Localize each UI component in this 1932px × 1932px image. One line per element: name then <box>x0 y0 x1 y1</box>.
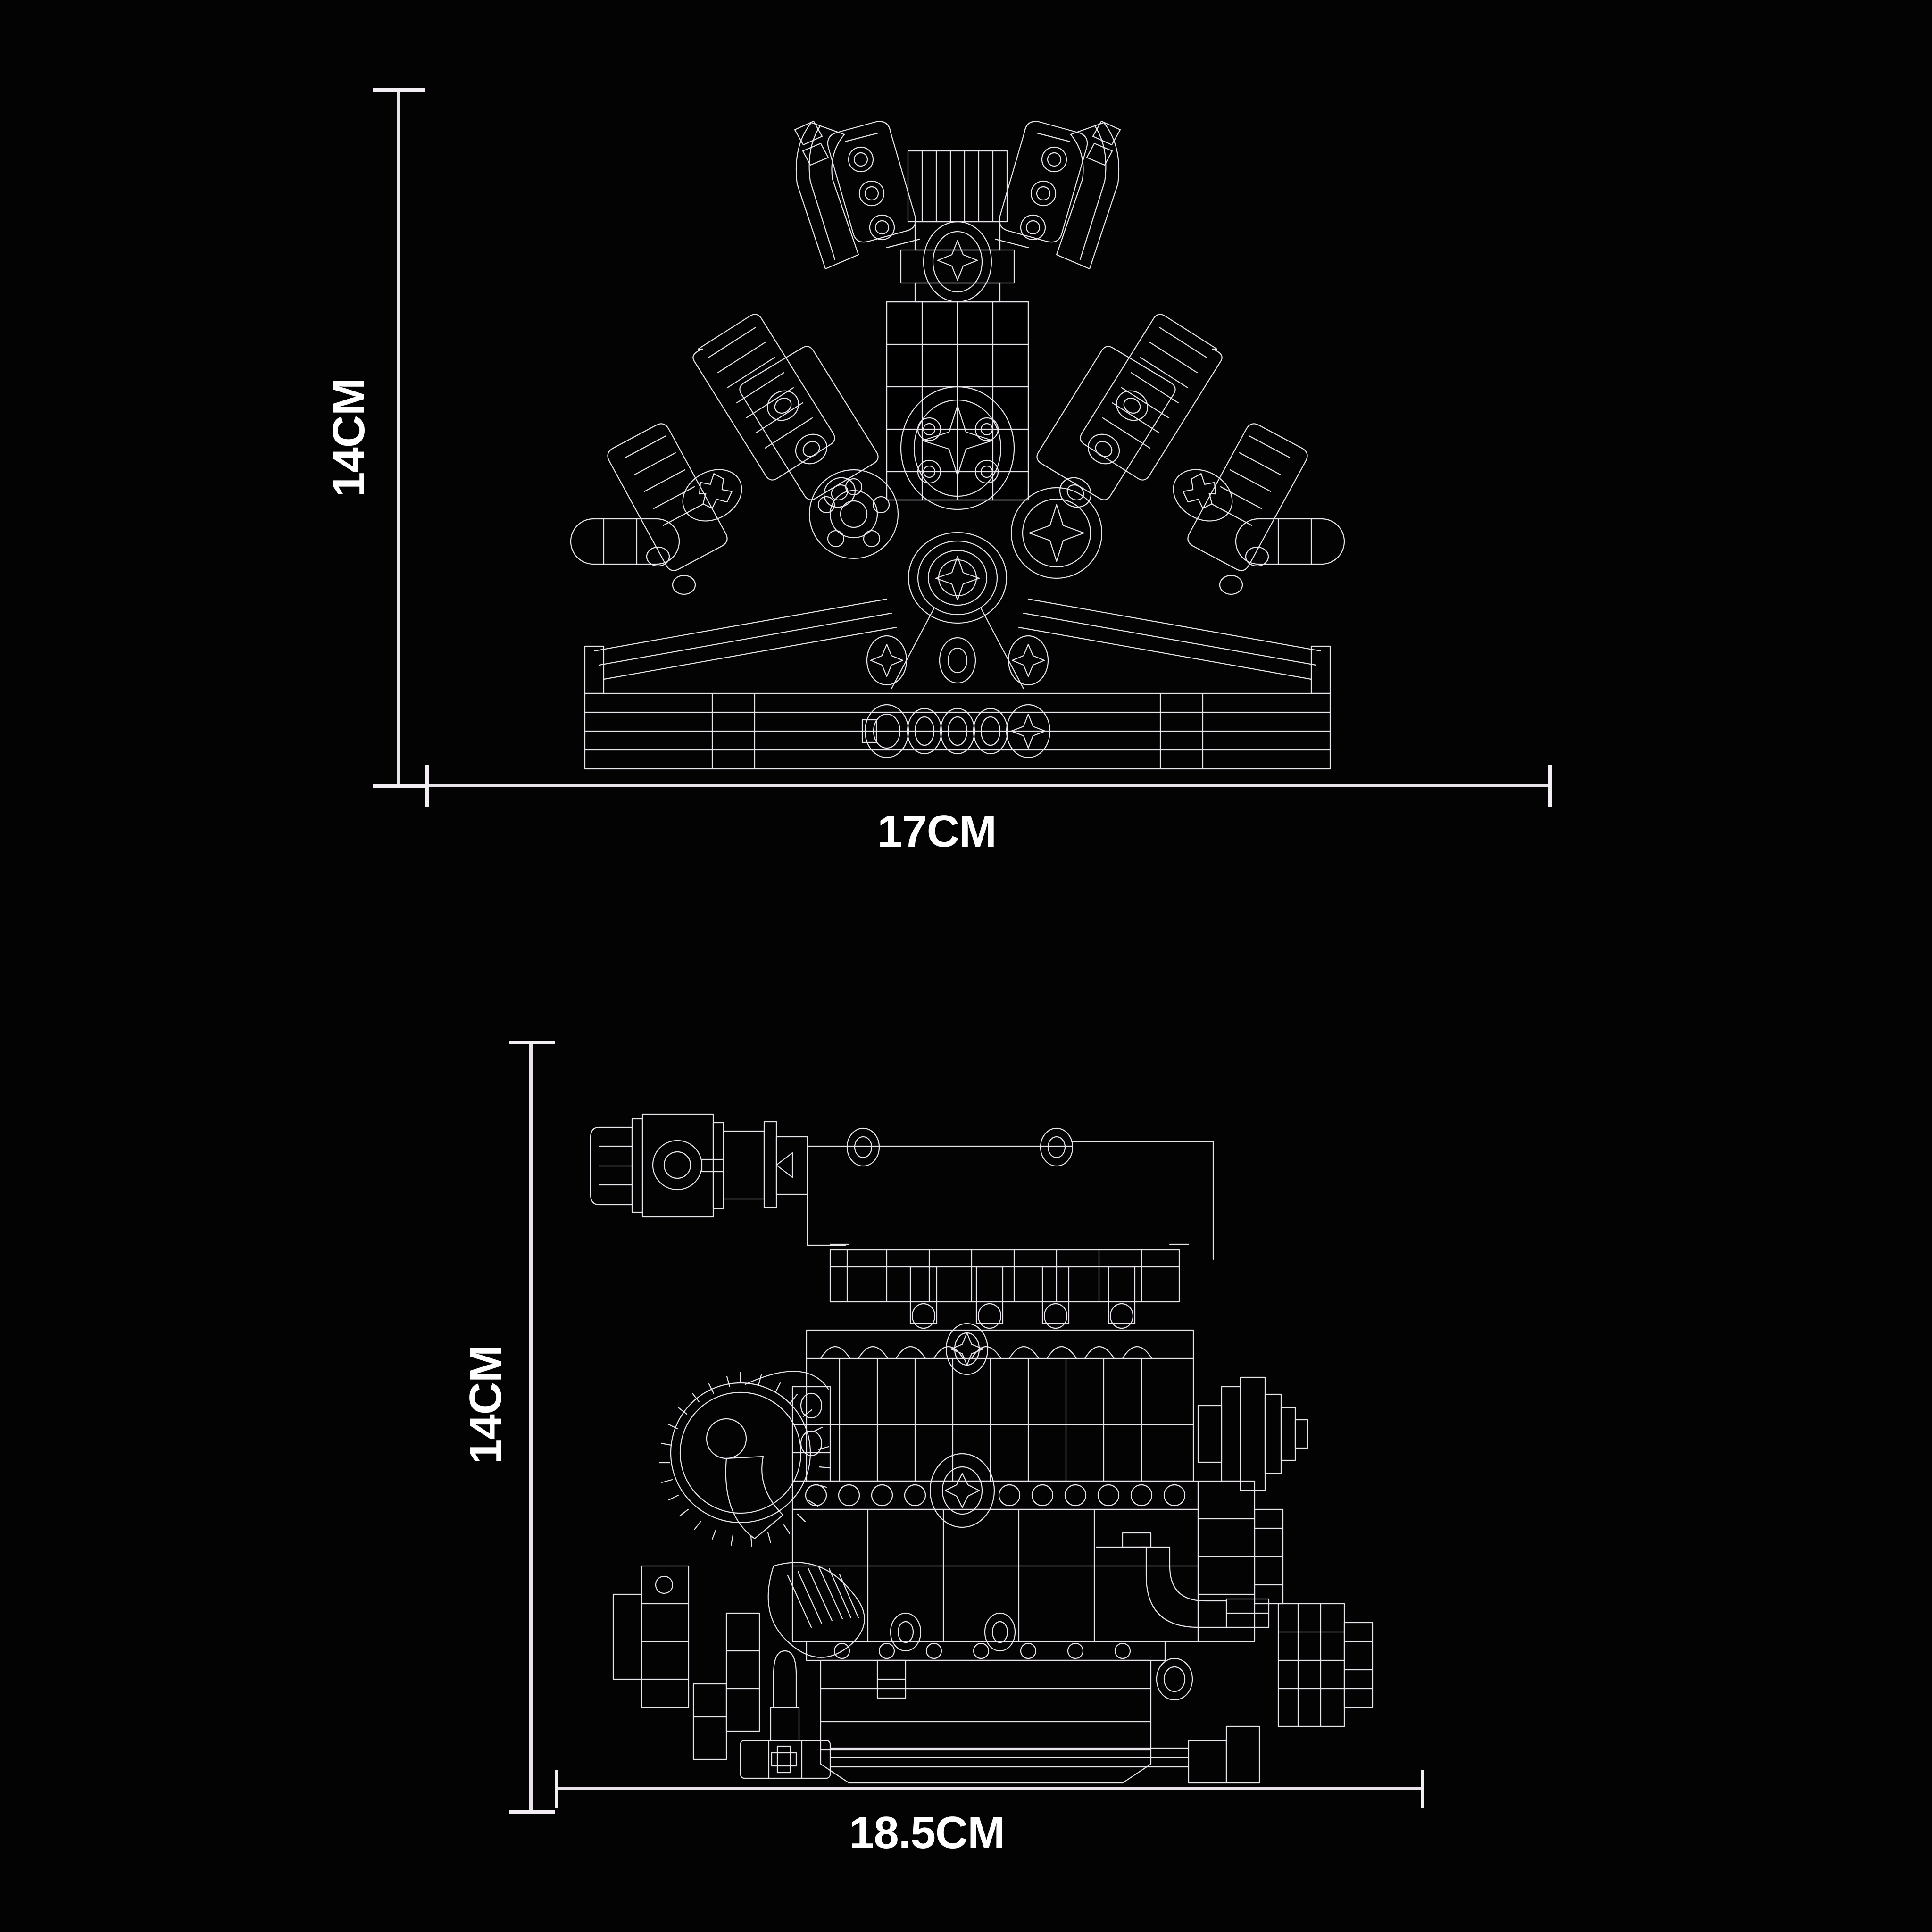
top-width-label: 17CM <box>877 806 997 857</box>
bottom-height-label: 14CM <box>460 1345 511 1465</box>
top-height-label: 14CM <box>324 378 374 498</box>
bottom-height-cap-upper <box>509 1041 555 1044</box>
top-width-cap-right <box>1548 765 1552 807</box>
top-height-cap-lower <box>373 784 425 788</box>
top-width-dimension-line <box>427 784 1552 787</box>
bottom-height-cap-lower <box>509 1810 555 1814</box>
top-height-cap-upper <box>373 88 425 92</box>
top-width-cap-left <box>425 765 429 807</box>
bottom-width-dimension-line <box>557 1787 1424 1790</box>
bottom-width-cap-left <box>555 1770 558 1808</box>
engine-side-view-illustration <box>585 1094 1453 1792</box>
bottom-width-label: 18.5CM <box>849 1807 1005 1858</box>
bottom-width-cap-right <box>1421 1770 1424 1808</box>
bottom-height-dimension-line <box>529 1042 533 1814</box>
engine-front-view-illustration <box>557 80 1358 774</box>
top-height-dimension-line <box>397 90 400 788</box>
